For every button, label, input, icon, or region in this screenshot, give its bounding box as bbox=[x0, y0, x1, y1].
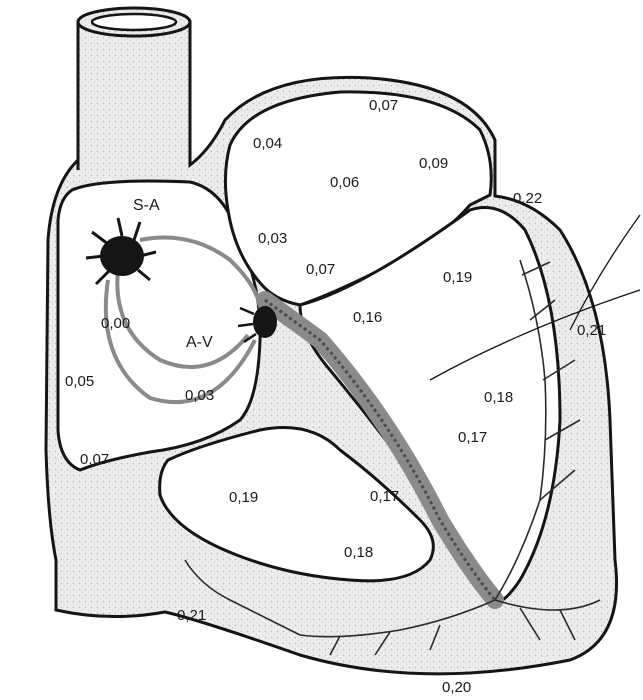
time-his-bundle: 0,16 bbox=[353, 310, 382, 325]
av-node-label: A-V bbox=[186, 335, 213, 351]
time-right-atrium: 0,05 bbox=[65, 374, 94, 389]
time-lv-mid: 0,18 bbox=[484, 390, 513, 405]
time-ra-lower: 0,07 bbox=[80, 452, 109, 467]
time-internodal: 0,03 bbox=[185, 388, 214, 403]
time-left-atrium-center: 0,06 bbox=[330, 175, 359, 190]
time-outer-right: 0,21 bbox=[577, 323, 606, 338]
time-left-atrium-right: 0,09 bbox=[419, 156, 448, 171]
time-lv-lower: 0,17 bbox=[458, 430, 487, 445]
time-atrial-septum: 0,03 bbox=[258, 231, 287, 246]
time-rv-upper: 0,19 bbox=[229, 490, 258, 505]
time-av-junction: 0,07 bbox=[306, 262, 335, 277]
time-lv-upper: 0,19 bbox=[443, 270, 472, 285]
time-vena-cava: 0,21 bbox=[177, 608, 206, 623]
time-aorta-top: 0,07 bbox=[369, 98, 398, 113]
time-sa-node: 0,00 bbox=[101, 316, 130, 331]
time-apex: 0,20 bbox=[442, 680, 471, 695]
time-rv-lower: 0,18 bbox=[344, 545, 373, 560]
time-septum-lower: 0,17 bbox=[370, 489, 399, 504]
time-pulmonary-vein: 0,22 bbox=[513, 191, 542, 206]
sa-node-label: S-A bbox=[133, 198, 160, 214]
time-left-atrium-upper: 0,04 bbox=[253, 136, 282, 151]
